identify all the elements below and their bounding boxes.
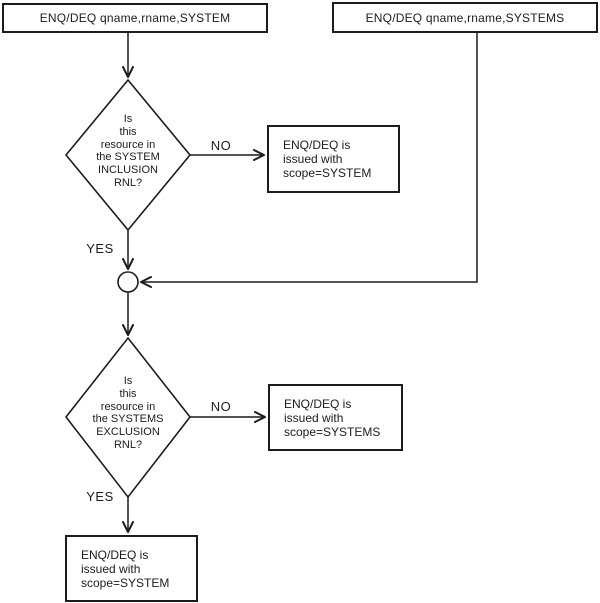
entry-node-systems: ENQ/DEQ qname,rname,SYSTEMS — [332, 2, 598, 33]
result-node-scope-system-exclusion-label: ENQ/DEQ is issued with scope=SYSTEM — [81, 547, 170, 590]
edge-entry-systems-to-junction — [140, 33, 478, 288]
decision-inclusion-label: Is this resource in the SYSTEM INCLUSION… — [96, 113, 160, 189]
result-node-scope-system-exclusion: ENQ/DEQ is issued with scope=SYSTEM — [65, 535, 198, 602]
edge-label-exclusion-yes: YES — [86, 489, 114, 504]
decision-exclusion-label: Is this resource in the SYSTEMS EXCLUSIO… — [92, 375, 164, 451]
result-node-scope-systems: ENQ/DEQ is issued with scope=SYSTEMS — [268, 384, 403, 451]
junction-circle — [117, 271, 139, 293]
edge-label-exclusion-no: NO — [210, 399, 232, 414]
edge-label-inclusion-yes: YES — [86, 241, 114, 256]
entry-node-systems-label: ENQ/DEQ qname,rname,SYSTEMS — [365, 10, 565, 25]
result-node-scope-system-inclusion-label: ENQ/DEQ is issued with scope=SYSTEM — [283, 138, 372, 180]
result-node-scope-systems-label: ENQ/DEQ is issued with scope=SYSTEMS — [284, 396, 381, 439]
entry-node-system: ENQ/DEQ qname,rname,SYSTEM — [2, 3, 268, 33]
result-node-scope-system-inclusion: ENQ/DEQ is issued with scope=SYSTEM — [267, 125, 400, 193]
entry-node-system-label: ENQ/DEQ qname,rname,SYSTEM — [39, 11, 231, 25]
edge-label-inclusion-no: NO — [210, 138, 232, 153]
